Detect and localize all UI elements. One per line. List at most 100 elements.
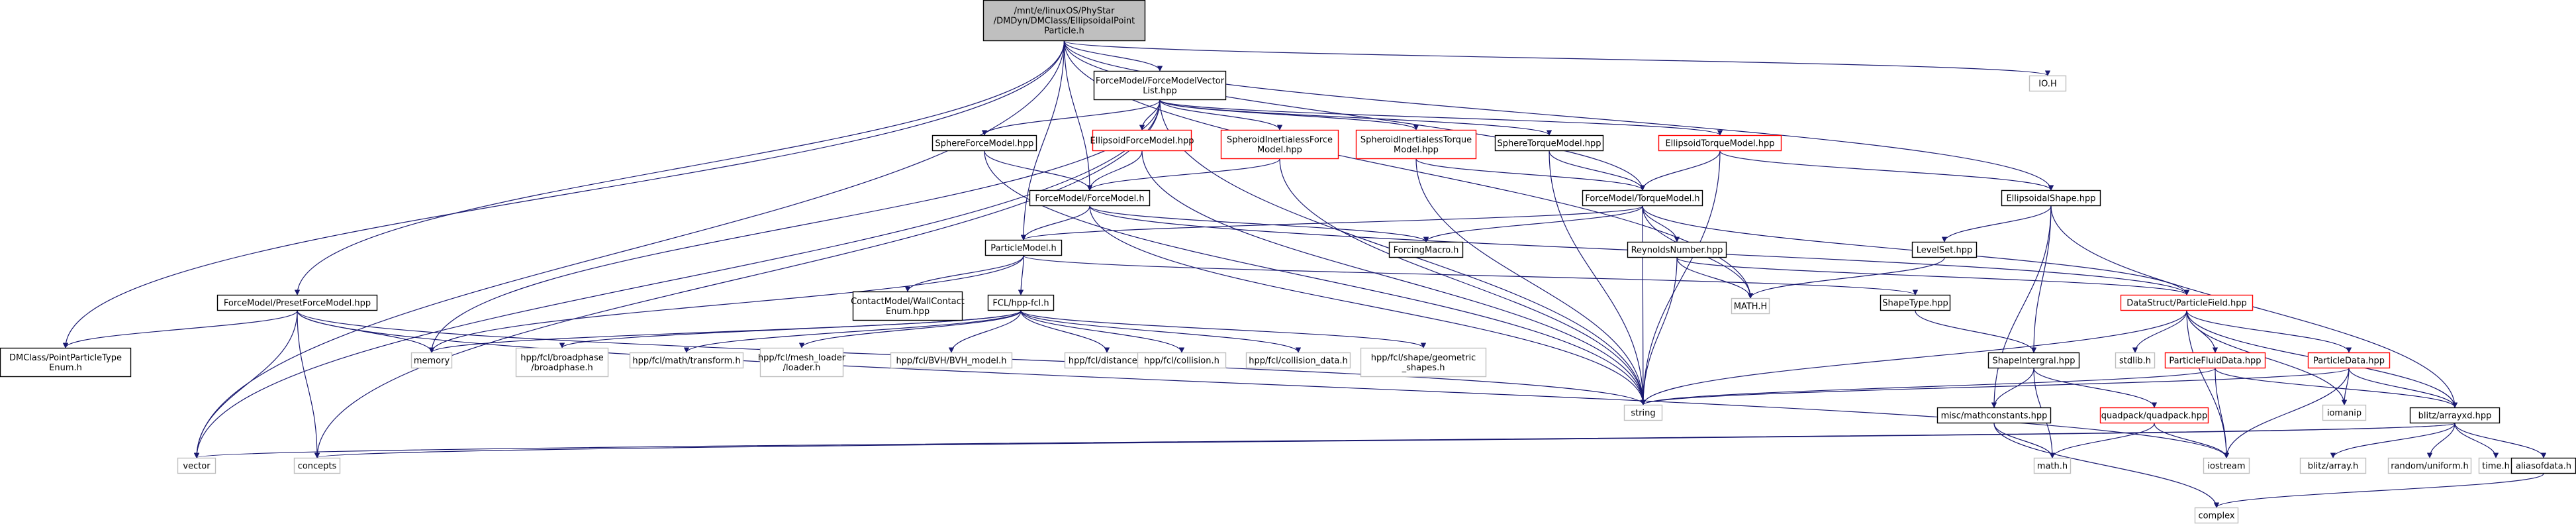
edge-ellfm-to-str	[1141, 150, 1646, 405]
file-node-mc[interactable]: misc/mathconstants.hpp	[1936, 407, 2052, 424]
file-node-ls[interactable]: LevelSet.hpp	[1911, 241, 1978, 258]
file-node-st[interactable]: ShapeType.hpp	[1880, 294, 1951, 311]
dependency-edge	[297, 310, 2229, 458]
dependency-edge	[1020, 310, 1427, 348]
file-node-fmacro[interactable]: ForcingMacro.h	[1388, 241, 1464, 258]
file-node-ba[interactable]: blitz/array.h	[2299, 457, 2367, 474]
file-node-cplx[interactable]: complex	[2194, 507, 2239, 524]
file-node-pm[interactable]: ParticleModel.h	[984, 239, 1063, 256]
file-node-colld[interactable]: hpp/fcl/collision_data.h	[1245, 352, 1351, 369]
file-node-label: ParticleData.hpp	[2313, 356, 2385, 366]
edge-blitz-to-alias	[2454, 423, 2547, 458]
file-node-label: ReynoldsNumber.hpp	[1631, 246, 1723, 256]
dependency-edge	[1676, 257, 1754, 299]
file-node-mem[interactable]: memory	[410, 352, 453, 369]
file-node-mathh[interactable]: MATH.H	[1731, 297, 1770, 315]
edge-blitz-to-ru	[2426, 423, 2456, 458]
edge-pm-to-mem	[428, 255, 1024, 353]
edge-pfm-to-conc	[297, 310, 320, 458]
dependency-edge	[314, 423, 2456, 458]
file-node-fcl[interactable]: FCL/hpp-fcl.h	[987, 294, 1055, 311]
file-node-stdlib[interactable]: stdlib.h	[2115, 352, 2156, 369]
dependency-edge	[193, 40, 1065, 458]
file-node-si[interactable]: ShapeIntergral.hpp	[1987, 352, 2080, 369]
dependency-edge	[193, 99, 1161, 458]
file-node-label: /DMDyn/DMClass/EllipsoidalPoint	[994, 17, 1135, 26]
file-node-box	[1987, 352, 2080, 369]
dependency-edge	[1089, 205, 1429, 242]
file-node-sphfm[interactable]: SphereForceModel.hpp	[931, 134, 1037, 152]
file-node-label: ForceModel/ForceModel.h	[1035, 194, 1144, 204]
file-node-ru[interactable]: random/uniform.h	[2387, 457, 2472, 474]
dependency-edge	[2215, 368, 2458, 408]
edge-fmvl-to-sphinf	[1159, 99, 1283, 131]
file-node-elltm[interactable]: EllipsoidTorqueModel.hpp	[1658, 134, 1782, 152]
file-node-box	[515, 347, 609, 378]
file-node-ioh[interactable]: IO.H	[2028, 75, 2067, 92]
dependency-edge	[1549, 150, 1646, 191]
file-node-iomanip[interactable]: iomanip	[2322, 404, 2367, 421]
file-node-label: hpp/fcl/collision_data.h	[1249, 356, 1348, 366]
dependency-edge	[297, 310, 320, 458]
file-node-dist[interactable]: hpp/fcl/distance.h	[1064, 352, 1150, 369]
file-node-box	[2299, 457, 2367, 474]
dependency-edge	[1642, 205, 1680, 242]
dependency-edge	[1549, 150, 1646, 405]
file-node-iost[interactable]: iostream	[2203, 457, 2250, 474]
edge-fcl-to-ml	[798, 310, 1022, 348]
file-node-sphtm[interactable]: SphereTorqueModel.hpp	[1494, 134, 1604, 152]
dependency-edge	[314, 99, 1161, 458]
edge-pm-to-fcl	[1018, 255, 1024, 295]
file-node-tm[interactable]: ForceModel/TorqueModel.h	[1582, 189, 1703, 207]
file-node-bvh[interactable]: hpp/fcl/BVH/BVH_model.h	[890, 352, 1013, 369]
edge-es-to-ls	[1941, 205, 2052, 242]
file-node-box	[1627, 241, 1727, 258]
file-node-math[interactable]: math.h	[2033, 457, 2072, 474]
file-node-box	[177, 457, 216, 474]
file-node-conc[interactable]: concepts	[293, 457, 341, 474]
file-node-label: random/uniform.h	[2391, 462, 2469, 472]
file-node-es[interactable]: EllipsoidalShape.hpp	[2001, 189, 2101, 207]
file-node-box	[629, 352, 744, 369]
file-node-label: memory	[414, 356, 450, 366]
edge-blitz-to-time	[2454, 423, 2499, 458]
file-node-str[interactable]: string	[1623, 404, 1663, 421]
file-node-fm[interactable]: ForceModel/ForceModel.h	[1029, 189, 1151, 207]
file-node-qp[interactable]: quadpack/quadpack.hpp	[2099, 407, 2209, 424]
file-node-coll[interactable]: hpp/fcl/collision.h	[1137, 352, 1227, 369]
edge-fcl-to-mt	[683, 310, 1022, 353]
file-node-pd[interactable]: ParticleData.hpp	[2307, 352, 2391, 369]
edge-reyn-to-mathh	[1676, 257, 1754, 299]
file-node-time[interactable]: time.h	[2478, 457, 2514, 474]
dependency-edge	[1639, 150, 1721, 191]
file-node-pfm[interactable]: ForceModel/PresetForceModel.hpp	[216, 294, 378, 311]
file-node-root[interactable]: /mnt/e/linuxOS/PhyStar/DMDyn/DMClass/Ell…	[982, 0, 1146, 42]
file-node-dspf[interactable]: DataStruct/ParticleField.hpp	[2120, 294, 2254, 311]
file-node-geom[interactable]: hpp/fcl/shape/geometric_shapes.h	[1360, 347, 1487, 378]
file-node-box	[1360, 347, 1487, 378]
file-node-label: Enum.h	[49, 363, 82, 373]
file-node-alias[interactable]: aliasofdata.h	[2510, 457, 2576, 474]
dependency-edge	[1023, 255, 1918, 295]
edge-fmvl-to-vec	[193, 99, 1161, 458]
edge-sphfm-to-str	[984, 150, 1646, 405]
file-node-ellfm[interactable]: EllipsoidForceModel.hpp	[1090, 129, 1194, 152]
file-node-blitz[interactable]: blitz/arrayxd.hpp	[2409, 407, 2501, 424]
dependency-edge	[2348, 368, 2458, 408]
file-node-ml[interactable]: hpp/fcl/mesh_loader/loader.h	[758, 347, 846, 378]
edge-sphtm-to-tm	[1549, 150, 1646, 191]
file-node-mt[interactable]: hpp/fcl/math/transform.h	[629, 352, 744, 369]
file-node-vec[interactable]: vector	[177, 457, 216, 474]
file-node-label: iomanip	[2327, 409, 2361, 419]
dependency-edge	[1089, 205, 1646, 405]
file-node-box	[2387, 457, 2472, 474]
file-node-reyn[interactable]: ReynoldsNumber.hpp	[1627, 241, 1727, 258]
file-node-bp[interactable]: hpp/fcl/broadphase/broadphase.h	[515, 347, 609, 378]
file-node-box	[1093, 70, 1227, 101]
file-node-pfd[interactable]: ParticleFluidData.hpp	[2164, 352, 2266, 369]
